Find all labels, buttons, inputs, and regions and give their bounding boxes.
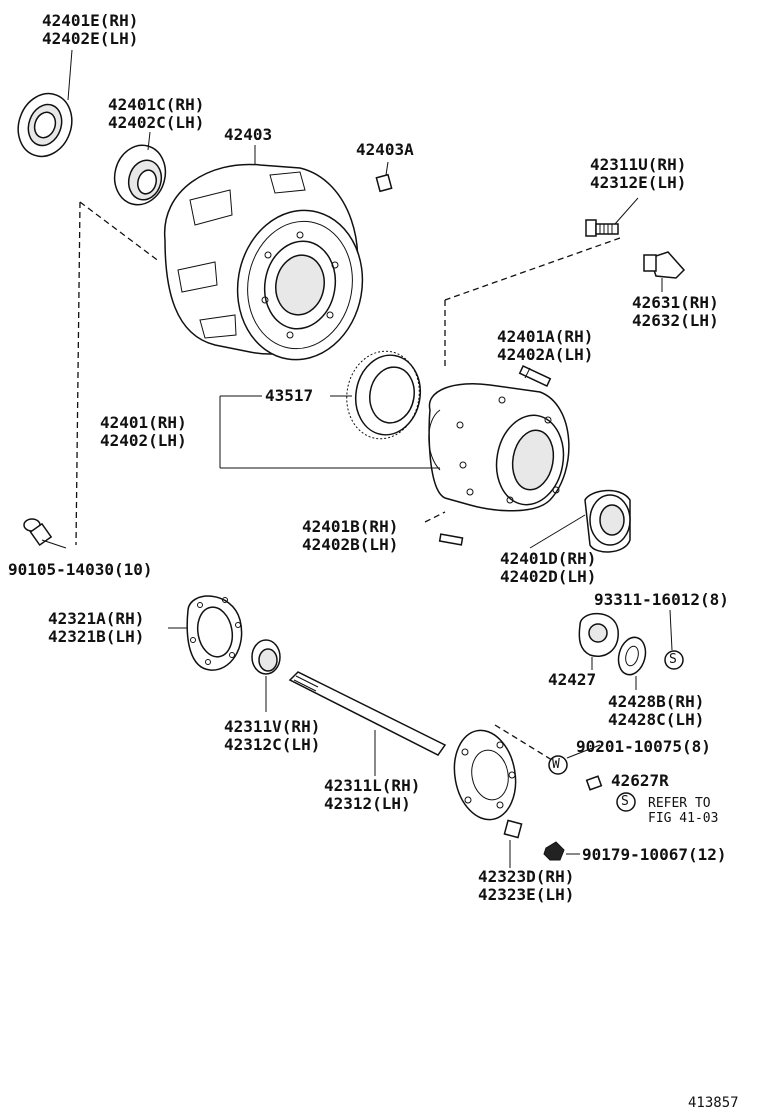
screw-90105-part [23,518,67,549]
callout-bearing-inner: 42401D(RH) 42402D(LH) [500,549,597,586]
bearing-outer-part [113,144,167,206]
callout-hub-assembly: 42401(RH) 42402(LH) [100,413,187,450]
sensor-rotor-part [346,350,422,440]
s-marker-upper-letter: S [669,652,677,667]
hub-pin-part [438,533,464,546]
callout-bearing-outer: 42401C(RH) 42402C(LH) [108,95,205,132]
callout-hub-pin: 42401B(RH) 42402B(LH) [302,517,399,554]
oil-seal-outer-part [17,92,73,158]
drum-part [164,163,364,361]
callout-drum: 42403 [224,125,273,144]
callout-oil-seal-inner: 42311V(RH) 42312C(LH) [224,717,321,754]
callout-axle-shaft: 42311L(RH) 42312(LH) [324,776,421,813]
s-marker-lower [616,792,636,812]
callout-screw: 90105-14030(10) [8,560,153,579]
axle-shaft-part [288,671,517,821]
hub-nut-upper-part [643,251,686,279]
callout-refer: REFER TO FIG 41-03 [648,796,719,826]
figure-number: 413857 [688,1095,739,1111]
hub-assembly-part [428,383,570,512]
plug-42627-part [585,775,603,791]
w-marker [548,755,568,775]
callout-gasket: 42321A(RH) 42321B(LH) [48,609,145,646]
callout-plug-42627: 42627R [611,771,669,790]
callout-sensor-rotor: 43517 [265,386,314,405]
callout-washer-90201: 90201-10075(8) [576,737,711,756]
hub-bolt-upper-part [585,219,619,237]
shim-part [617,636,647,676]
hub-stud-part [518,365,552,387]
callout-cone: 42323D(RH) 42323E(LH) [478,867,575,904]
nut-90179-part [543,841,565,861]
callout-retainer: 42427 [548,670,597,689]
callout-hub-nut-upper: 42631(RH) 42632(LH) [632,293,719,330]
callout-hub-bolt-upper: 42311U(RH) 42312E(LH) [590,155,687,192]
s-marker-lower-letter: S [621,794,629,809]
callout-hub-stud: 42401A(RH) 42402A(LH) [497,327,594,364]
retainer-part [578,612,619,657]
s-marker-upper [664,650,684,670]
bearing-inner-part [584,489,631,553]
callout-bolt-93311: 93311-16012(8) [594,590,729,609]
oil-seal-inner-part [251,639,281,675]
gasket-part [186,595,243,671]
w-marker-letter: W [552,757,560,772]
callout-oil-seal-outer: 42401E(RH) 42402E(LH) [42,11,139,48]
cone-part [503,819,523,839]
callout-drum-plug: 42403A [356,140,414,159]
callout-nut-90179: 90179-10067(12) [582,845,727,864]
callout-shim: 42428B(RH) 42428C(LH) [608,692,705,729]
drum-plug-part [375,173,393,193]
